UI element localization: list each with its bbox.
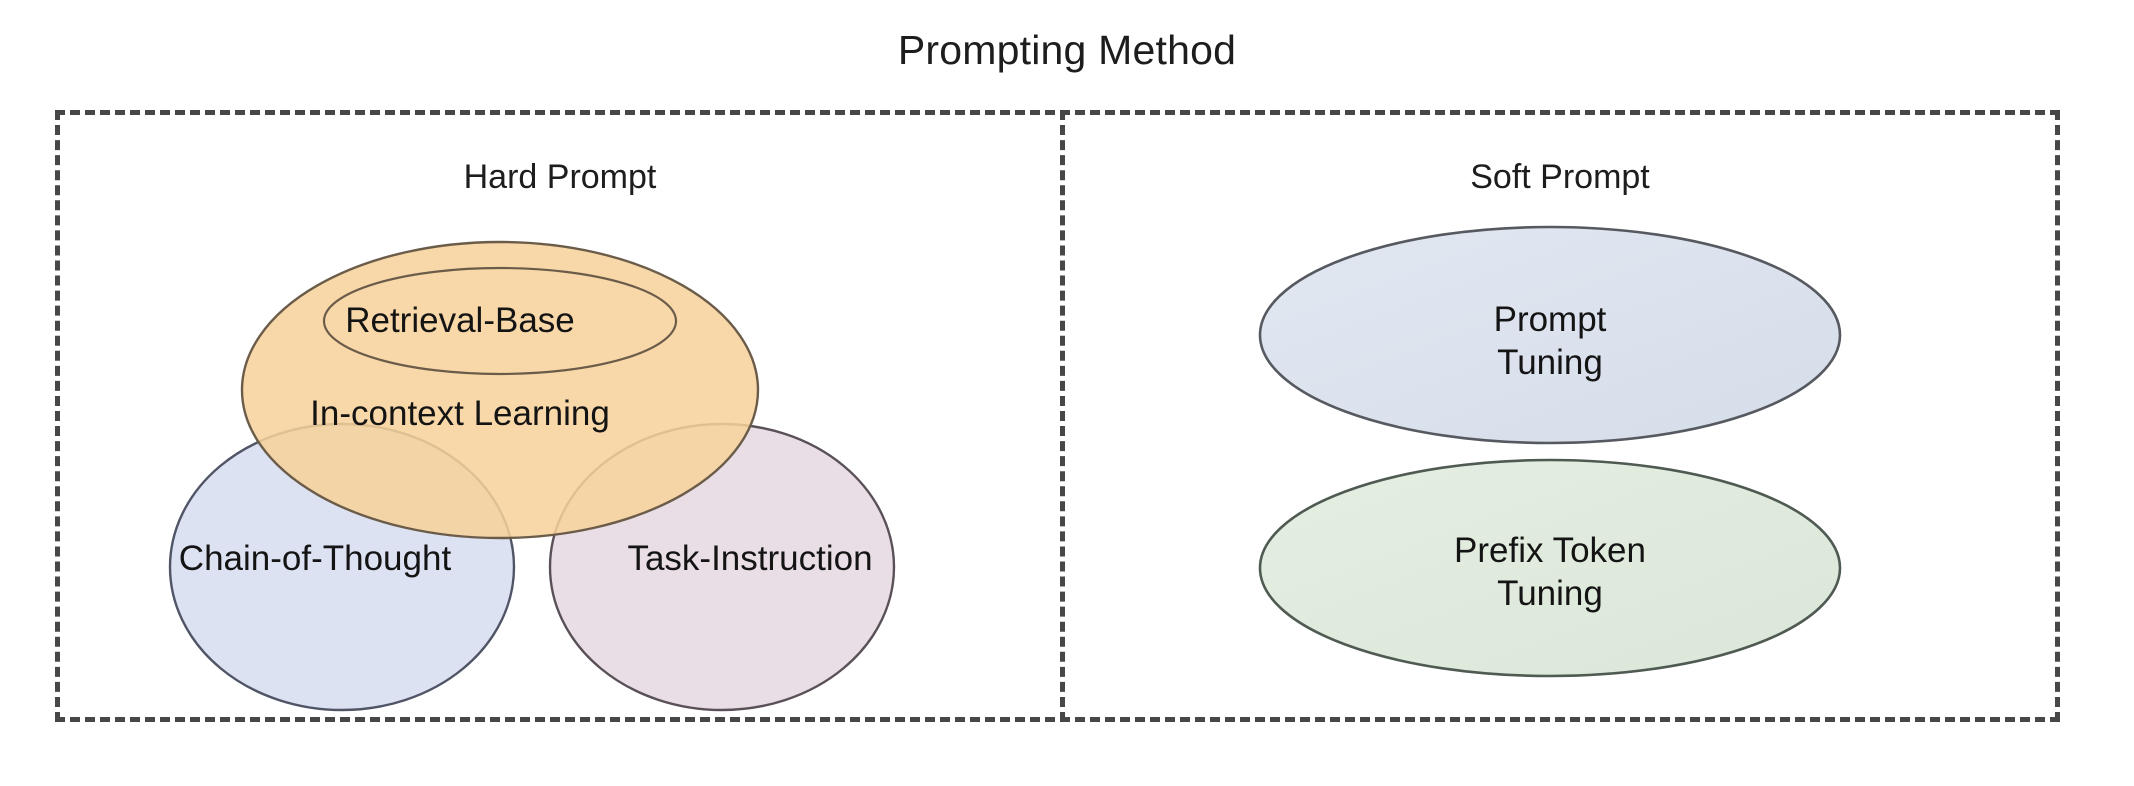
soft-ellipse-prompt-tuning[interactable]: [1258, 225, 1842, 445]
venn-ellipse-retrieval-base[interactable]: [322, 266, 678, 376]
page-title: Prompting Method: [897, 27, 1237, 73]
panel-divider: [1060, 110, 1065, 722]
panel-title-soft-prompt: Soft Prompt: [1470, 158, 1650, 196]
hard-prompt-venn-diagram: Retrieval-Base In-context Learning Chain…: [100, 225, 1030, 715]
soft-ellipse-prefix-token-tuning[interactable]: [1258, 458, 1842, 678]
soft-prompt-group: Prompt Tuning Prefix Token Tuning: [1250, 225, 1850, 720]
venn-shapes: [168, 240, 896, 712]
prompting-method-container: [55, 110, 2060, 722]
panel-title-hard-prompt: Hard Prompt: [463, 158, 657, 196]
